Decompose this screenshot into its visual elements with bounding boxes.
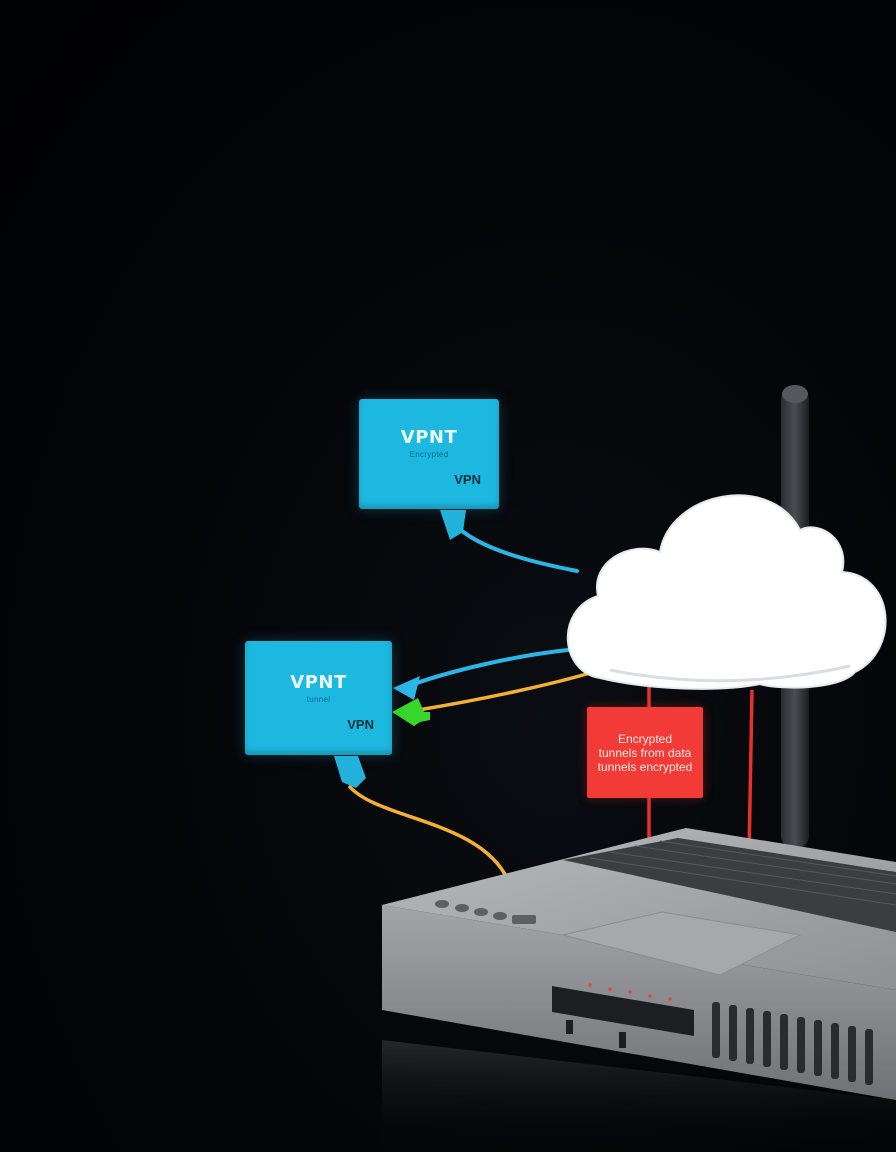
vpn-box-tag: VPN	[347, 717, 374, 732]
network-cables	[348, 518, 599, 882]
cable-blue-mid	[401, 648, 570, 690]
arrow-green-icon	[392, 698, 430, 726]
vpn-box-title: VPNT	[290, 672, 347, 693]
router-icon	[382, 828, 896, 1100]
tunnel-label-text: Encrypted tunnels from data tunnels encr…	[597, 731, 693, 774]
tunnel-label: Encrypted tunnels from data tunnels encr…	[587, 707, 703, 798]
vpn-box-subtitle: tunnel	[306, 695, 331, 704]
cable-blue-top	[449, 518, 579, 573]
cable-yellow-mid	[416, 669, 599, 712]
vpn-box-left: VPNT tunnel VPN	[245, 641, 392, 755]
vpn-box-subtitle: Encrypted	[409, 450, 449, 459]
cable-yellow-bottom	[348, 785, 510, 882]
connector-plugs	[334, 510, 466, 788]
vpn-box-tag: VPN	[454, 472, 481, 487]
router-reflection	[382, 1040, 896, 1152]
vpn-box-top: VPNT Encrypted VPN	[359, 399, 499, 509]
vpn-box-title: VPNT	[400, 427, 458, 448]
arrow-icons	[392, 676, 430, 726]
arrow-blue-icon	[393, 676, 420, 700]
cloud-icon	[566, 494, 887, 690]
